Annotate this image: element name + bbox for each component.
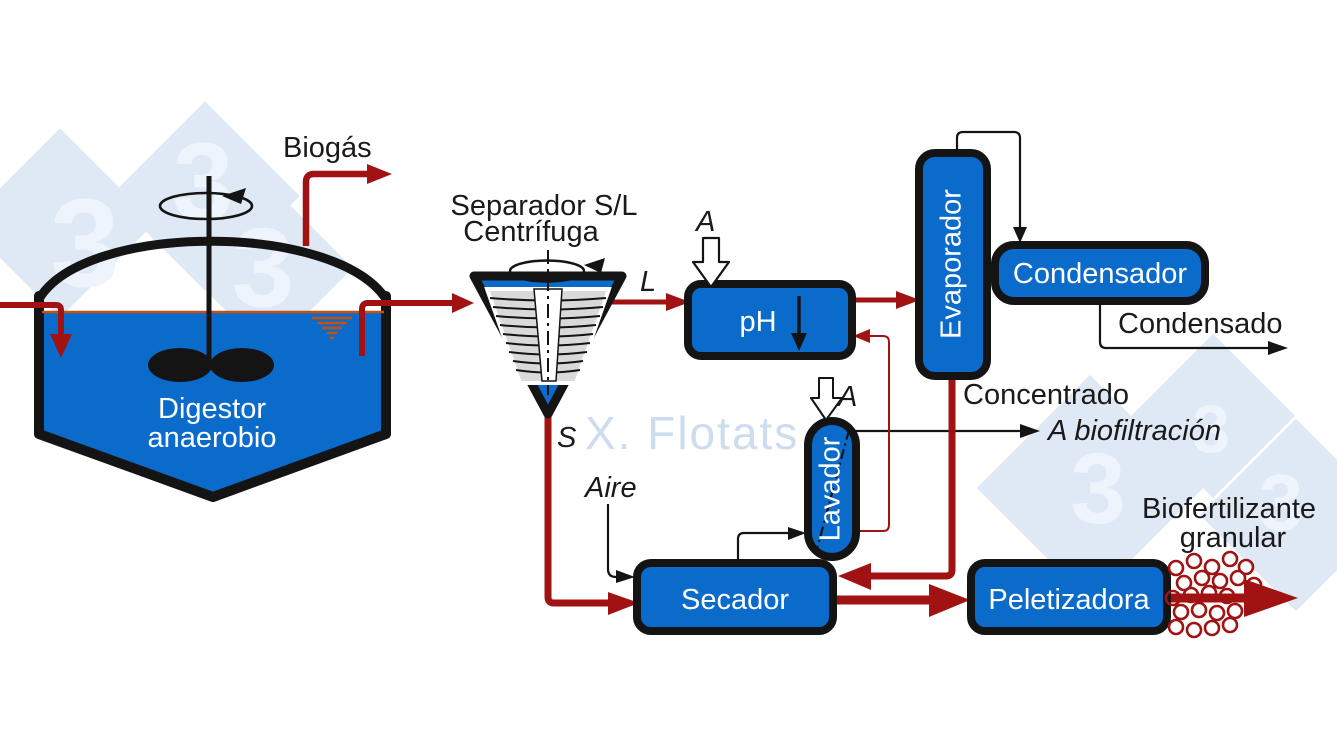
influent-line [0,302,64,336]
liquid-stream-label: L [640,266,656,298]
digester-liquid [39,313,386,497]
brand-three-glyph: 3 [1192,391,1230,467]
centrifuge-separator [469,250,627,419]
ph-tank-body [684,280,856,360]
biogas-line [302,170,370,246]
biofertilizer-label-line2: granular [1180,522,1287,554]
scrubber-packing-line [815,429,851,550]
concentrate-label: Concentrado [963,379,1129,411]
concentrate-line [870,373,956,580]
air-line [606,504,618,579]
brand-three-glyph: 3 [1070,433,1126,545]
digester-label-line1: Digestor [158,393,266,425]
scrubber-label: Lavador [815,436,847,541]
biofertilizer-label-line1: Biofertilizante [1142,493,1316,525]
dryer-body [633,559,837,635]
acid-block-arrow-icon [691,236,731,289]
granules-icon [1164,550,1263,639]
separator-label-line1: Separador S/L [450,190,637,222]
red-arrowhead-icon [666,293,690,311]
solids-line [544,414,610,607]
brand-three-glyph: 3 [1259,458,1304,547]
evaporator-label: Evaporador [936,189,968,339]
red-arrowhead-icon [608,592,639,615]
red-arrowhead-icon [896,291,920,309]
air-label: Aire [583,472,637,504]
red-arrowhead-icon [929,584,970,617]
ph-tank: pH [684,280,856,360]
pelletizer-unit: Peletizadora [967,559,1171,635]
brand-three-glyph: 3 [50,174,120,313]
digester-label-line2: anaerobio [148,422,277,454]
rotation-arrowhead-icon [584,258,605,273]
condensate-line [1098,300,1270,350]
evaporator-vessel: Evaporador [915,149,991,380]
rotation-arrow-icon [508,259,586,283]
acid-label: A [694,206,715,238]
arrowhead-icon [1268,341,1288,355]
arrowhead-icon [788,527,806,540]
stirrer-paddle [210,348,274,382]
red-arrowhead-icon [50,334,72,358]
rotation-arrow-icon [158,191,254,221]
rotation-arrowhead-icon [222,188,246,204]
arrowhead-icon [1020,424,1040,438]
arrowhead-icon [616,570,635,583]
red-arrowhead-icon [452,293,474,313]
separator-label-line2: Centrífuga [463,216,599,248]
red-arrowhead-icon [838,563,871,590]
digester-to-separator-line [359,300,455,356]
evaporator-body [915,149,991,380]
evaporator-to-condenser-line [955,130,1022,228]
author-watermark: X. Flotats [585,407,799,459]
condensate-label: Condensado [1118,308,1282,340]
scrubber-vessel: Lavador [804,417,860,561]
arrowhead-icon [1013,227,1027,243]
digester-tank-wall [34,291,391,502]
dryer-to-scrubber-line [736,531,790,563]
acid-block-arrow-icon [810,377,843,421]
condenser-body [991,241,1209,305]
scrubber-recycle-line [855,335,890,532]
biofiltration-label: A biofiltración [1046,415,1221,447]
biogas-label: Biogás [283,132,372,164]
condenser-vessel: Condensador [991,241,1209,305]
diamond-icon [1199,418,1337,612]
stirrer-paddle [148,348,212,382]
condenser-label: Condensador [1013,258,1187,290]
brand-three-glyph: 3 [172,121,233,244]
red-arrowhead-icon [1244,579,1298,617]
arrowhead-icon [791,333,807,351]
acid-label: A [836,381,857,413]
level-mark-icon [312,316,352,340]
red-arrowhead-icon [853,329,870,343]
anaerobic-digester: Digestor anaerobio [34,176,391,502]
red-arrowhead-icon [367,164,392,184]
diamond-icon [0,128,155,318]
dryer-label: Secador [681,584,789,616]
pelletizer-label: Peletizadora [988,584,1150,616]
brand-three-glyph: 3 [232,205,294,330]
dryer-unit: Secador [633,559,837,635]
ph-label: pH [739,306,776,338]
solid-stream-label: S [557,422,577,454]
